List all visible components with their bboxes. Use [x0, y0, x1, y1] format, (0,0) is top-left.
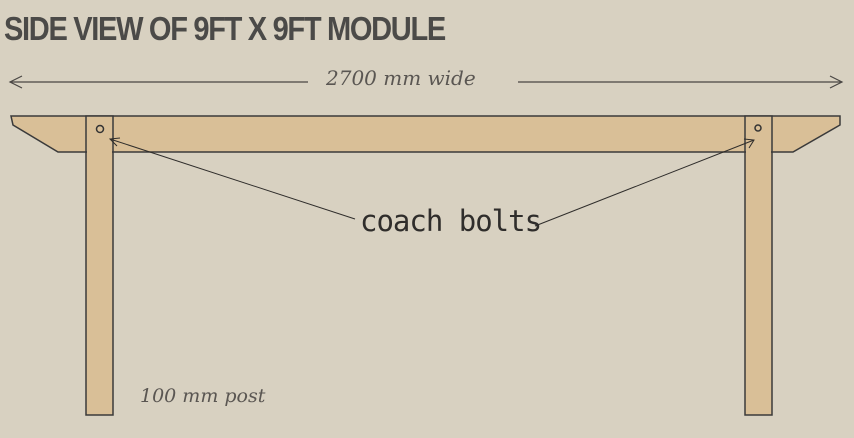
callout-arrows	[108, 137, 755, 227]
post-size-label: 100 mm post	[140, 385, 266, 407]
left-post	[85, 115, 114, 416]
top-beam	[10, 115, 841, 153]
right-post	[744, 115, 773, 416]
left-bolt-icon	[95, 124, 105, 134]
diagram-title: SIDE VIEW OF 9FT X 9FT MODULE	[4, 10, 446, 47]
coach-bolts-label: coach bolts	[360, 204, 542, 238]
width-dimension-label: 2700 mm wide	[326, 66, 476, 90]
right-bolt-icon	[754, 124, 762, 132]
dimension-line	[8, 75, 844, 89]
